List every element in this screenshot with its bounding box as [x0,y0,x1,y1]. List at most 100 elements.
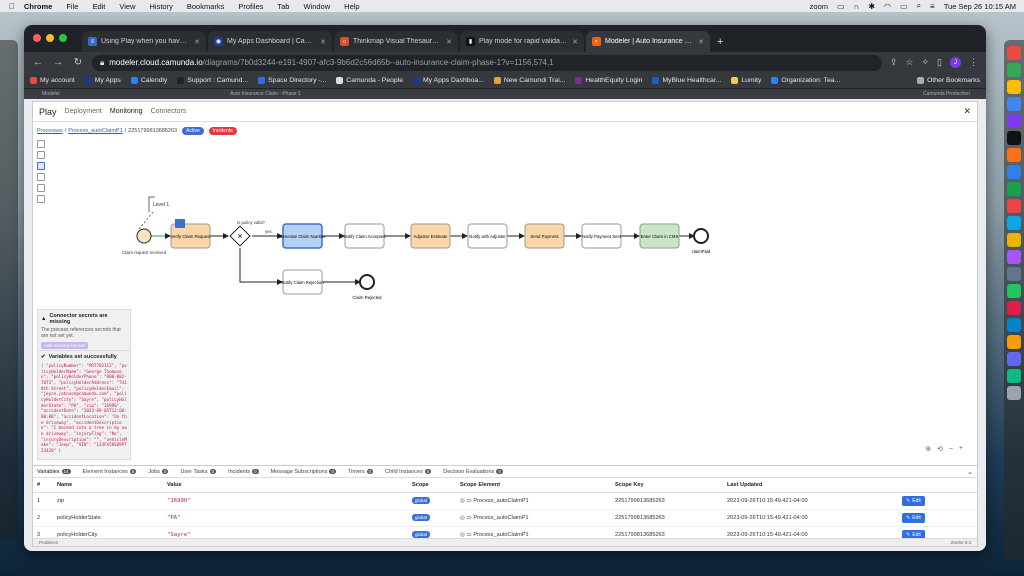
dock-app-icon[interactable] [1007,386,1021,400]
apple-menu-icon[interactable]:  [0,2,24,11]
browser-tab[interactable]: ☼ Thinkmap Visual Thesaurus - ... ✕ [334,31,458,52]
dock-app-icon[interactable] [1007,233,1021,247]
breadcrumb-processes[interactable]: Processes [37,128,63,134]
reset-view-icon[interactable]: ⟲ [937,446,943,453]
close-window-button[interactable] [33,34,41,42]
sidebar-icon[interactable]: ▯ [937,57,942,67]
dock-app-icon[interactable] [1007,352,1021,366]
tab-close-icon[interactable]: ✕ [320,38,326,46]
browser-tab-active[interactable]: ◐ Modeler | Auto Insurance Clai... ✕ [586,31,710,52]
kebab-menu-icon[interactable]: ⋮ [969,57,978,67]
reload-icon[interactable]: ↻ [73,57,83,68]
edit-button[interactable]: ✎Edit [902,495,925,506]
tab-close-icon[interactable]: ✕ [194,38,200,46]
browser-tab[interactable]: ◉ My Apps Dashboard | Camund... ✕ [208,31,332,52]
bookmark-item[interactable]: My Apps [84,77,121,84]
url-bar[interactable]: 🔒︎ modeler.cloud.camunda.io/diagrams/7b0… [92,54,882,71]
tab-close-icon[interactable]: ✕ [698,38,704,46]
bookmark-item[interactable]: Support : Camund... [177,77,248,84]
dock-app-icon[interactable] [1007,284,1021,298]
task-generate-claim-number[interactable] [282,223,323,249]
bluetooth-icon[interactable]: ✱ [868,1,876,11]
edit-button[interactable]: ✎Edit [902,529,925,540]
zoom-status[interactable]: zoom [809,1,828,11]
dock-app-icon[interactable] [1007,80,1021,94]
new-tab-button[interactable]: + [717,36,724,48]
menu-tab[interactable]: Tab [277,1,290,11]
dock-app-icon[interactable] [1007,369,1021,383]
dock-app-icon[interactable] [1007,148,1021,162]
end-event-rejected[interactable] [359,274,375,290]
col-header[interactable]: Value [163,478,408,493]
bookmark-item[interactable]: My Apps Dashboa... [412,77,484,84]
menu-help[interactable]: Help [344,1,360,11]
col-header[interactable]: Scope Element [456,478,611,493]
bookmark-item[interactable]: Calendly [130,77,167,84]
bookmark-item[interactable]: Camunda - People [336,77,403,84]
add-missing-secrets-button[interactable]: Add missing secrets [41,342,89,349]
menu-profiles[interactable]: Profiles [238,1,264,11]
bookmark-item[interactable]: Lumity [731,77,761,84]
task-enter-cms[interactable] [639,223,680,249]
incidents-badge[interactable]: Incidents [208,127,237,135]
bookmark-item[interactable]: Space Directory -... [258,77,326,84]
lasso-tool-icon[interactable] [37,151,45,159]
maximize-window-button[interactable] [59,34,67,42]
locate-icon[interactable]: ◎ [460,531,465,538]
menu-chrome[interactable]: Chrome [24,1,53,11]
back-icon[interactable]: ← [33,57,43,68]
battery-icon[interactable]: ▭ [900,1,908,11]
profile-avatar[interactable]: J [950,57,961,68]
extensions-icon[interactable]: ✧ [921,57,930,67]
dock-app-icon[interactable] [1007,267,1021,281]
col-header[interactable]: Scope [408,478,456,493]
task-notify-payment[interactable] [581,223,622,249]
task-notify-adjuster[interactable] [467,223,508,249]
gateway-tool-icon[interactable] [37,195,45,203]
end-event-paid[interactable] [693,228,709,244]
dock-app-icon[interactable] [1007,318,1021,332]
headphones-icon[interactable]: ∩ [853,1,860,11]
start-event[interactable] [136,228,152,244]
wifi-icon[interactable]: ◠ [884,1,891,11]
bookmark-item[interactable]: My account [30,77,75,84]
other-bookmarks[interactable]: Other Bookmarks [917,77,980,84]
menu-view[interactable]: View [119,1,136,11]
bookmark-item[interactable]: MyBlue Healthcar... [652,77,721,84]
search-icon[interactable]: ⌕ [916,1,922,10]
close-icon[interactable]: ✕ [963,106,971,116]
locate-icon[interactable]: ◎ [460,514,465,521]
menu-history[interactable]: History [149,1,173,11]
dock-app-icon[interactable] [1007,131,1021,145]
col-header[interactable]: Scope Key [611,478,723,493]
zoom-out-button[interactable]: – [949,445,953,452]
breadcrumb-process[interactable]: Process_autoClaimP1 [68,128,123,134]
camera-icon[interactable]: ▭ [837,1,845,11]
bookmark-item[interactable]: Organization: Tea... [771,77,840,84]
bookmark-item[interactable]: HealthEquity Login [575,77,642,84]
dock-app-icon[interactable] [1007,114,1021,128]
task-notify-accepted[interactable] [344,223,385,249]
tab-close-icon[interactable]: ✕ [572,38,578,46]
share-icon[interactable]: ⇪ [889,57,898,67]
dock-app-icon[interactable] [1007,63,1021,77]
menu-edit[interactable]: Edit [92,1,106,11]
dock-app-icon[interactable] [1007,97,1021,111]
task-tool-icon[interactable] [37,184,45,192]
forward-icon[interactable]: → [53,57,63,68]
col-header[interactable]: Last Updated [723,478,898,493]
dock-app-icon[interactable] [1007,46,1021,60]
bookmark-item[interactable]: New Camundi Trai... [493,77,565,84]
bookmark-star-icon[interactable]: ☆ [905,57,914,67]
menu-bookmarks[interactable]: Bookmarks [186,1,225,11]
edit-button[interactable]: ✎Edit [902,512,925,523]
dock-app-icon[interactable] [1007,335,1021,349]
task-send-payment[interactable] [524,223,565,249]
dock-app-icon[interactable] [1007,216,1021,230]
